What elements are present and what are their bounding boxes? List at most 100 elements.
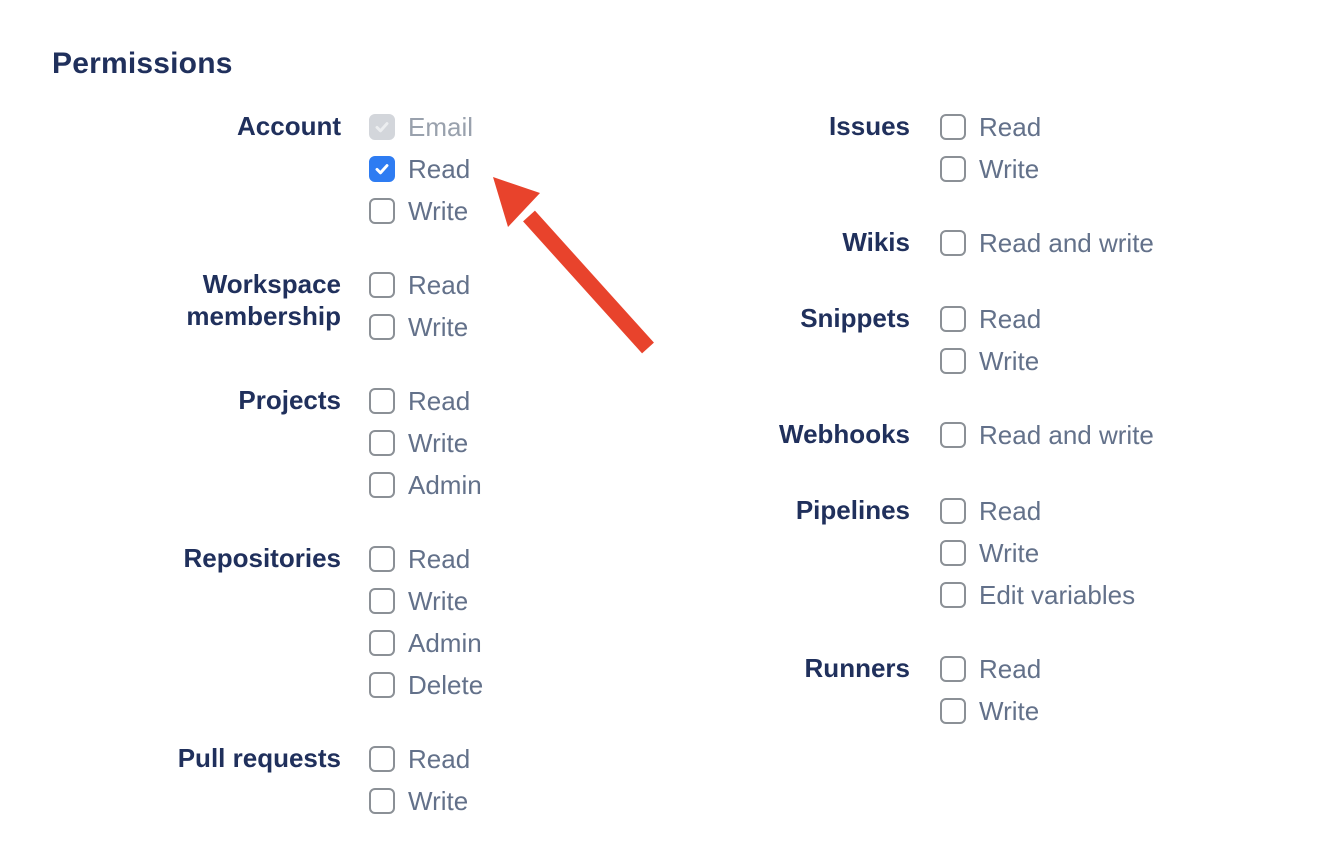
option-projects-write[interactable]: Write bbox=[369, 430, 482, 456]
option-account-write[interactable]: Write bbox=[369, 198, 473, 224]
group-options-webhooks: Read and write bbox=[940, 422, 1154, 450]
group-options-pipelines: Read Write Edit variables bbox=[940, 498, 1135, 608]
checkbox-account-write[interactable] bbox=[369, 198, 395, 224]
checkbox-label[interactable]: Write bbox=[979, 346, 1040, 376]
checkbox-label[interactable]: Write bbox=[979, 696, 1040, 726]
checkbox-label[interactable]: Write bbox=[408, 196, 469, 226]
option-repositories-delete[interactable]: Delete bbox=[369, 672, 483, 698]
checkbox-repositories-write[interactable] bbox=[369, 588, 395, 614]
option-repositories-write[interactable]: Write bbox=[369, 588, 483, 614]
checkbox-runners-write[interactable] bbox=[940, 698, 966, 724]
group-projects: Projects Read Write bbox=[151, 385, 483, 498]
group-webhooks: Webhooks Read and write bbox=[765, 419, 1154, 450]
checkbox-projects-read[interactable] bbox=[369, 388, 395, 414]
option-pipelines-read[interactable]: Read bbox=[940, 498, 1135, 524]
option-account-email: Email bbox=[369, 114, 473, 140]
group-label-runners: Runners bbox=[804, 653, 910, 683]
checkbox-pull-requests-write[interactable] bbox=[369, 788, 395, 814]
group-snippets: Snippets Read Write bbox=[765, 303, 1154, 374]
option-workspace-read[interactable]: Read bbox=[369, 272, 470, 298]
checkbox-label[interactable]: Delete bbox=[408, 670, 484, 700]
group-wikis: Wikis Read and write bbox=[765, 227, 1154, 258]
checkbox-issues-read[interactable] bbox=[940, 114, 966, 140]
checkbox-snippets-write[interactable] bbox=[940, 348, 966, 374]
option-account-read[interactable]: Read bbox=[369, 156, 473, 182]
option-issues-write[interactable]: Write bbox=[940, 156, 1041, 182]
checkbox-repositories-delete[interactable] bbox=[369, 672, 395, 698]
checkbox-webhooks-read-and-write[interactable] bbox=[940, 422, 966, 448]
checkmark-icon bbox=[375, 122, 389, 133]
checkbox-label[interactable]: Read bbox=[979, 496, 1042, 526]
option-pipelines-edit-variables[interactable]: Edit variables bbox=[940, 582, 1135, 608]
checkbox-label[interactable]: Read bbox=[408, 386, 471, 416]
checkbox-label[interactable]: Read bbox=[979, 112, 1042, 142]
checkbox-wikis-read-and-write[interactable] bbox=[940, 230, 966, 256]
checkbox-workspace-read[interactable] bbox=[369, 272, 395, 298]
permissions-column-right: Issues Read Write Wikis bbox=[765, 111, 1154, 772]
checkbox-projects-admin[interactable] bbox=[369, 472, 395, 498]
checkbox-label[interactable]: Write bbox=[979, 154, 1040, 184]
checkbox-workspace-write[interactable] bbox=[369, 314, 395, 340]
checkbox-label[interactable]: Read bbox=[408, 544, 471, 574]
group-label-account: Account bbox=[237, 111, 341, 141]
checkbox-label[interactable]: Write bbox=[408, 586, 469, 616]
option-runners-write[interactable]: Write bbox=[940, 698, 1041, 724]
checkbox-label[interactable]: Admin bbox=[408, 628, 482, 658]
group-pull-requests: Pull requests Read Write bbox=[151, 743, 483, 814]
option-webhooks-read-and-write[interactable]: Read and write bbox=[940, 422, 1154, 448]
option-snippets-read[interactable]: Read bbox=[940, 306, 1041, 332]
checkbox-label[interactable]: Write bbox=[408, 312, 469, 342]
group-issues: Issues Read Write bbox=[765, 111, 1154, 182]
checkbox-label[interactable]: Read bbox=[408, 270, 471, 300]
checkbox-label[interactable]: Edit variables bbox=[979, 580, 1136, 610]
checkbox-repositories-read[interactable] bbox=[369, 546, 395, 572]
option-snippets-write[interactable]: Write bbox=[940, 348, 1041, 374]
checkbox-pipelines-read[interactable] bbox=[940, 498, 966, 524]
group-workspace-membership: Workspace membership Read Write bbox=[151, 269, 483, 340]
group-options-repositories: Read Write Admin bbox=[369, 546, 483, 698]
option-issues-read[interactable]: Read bbox=[940, 114, 1041, 140]
group-label-projects: Projects bbox=[238, 385, 341, 415]
checkbox-issues-write[interactable] bbox=[940, 156, 966, 182]
checkbox-label[interactable]: Read bbox=[979, 304, 1042, 334]
checkbox-label[interactable]: Write bbox=[408, 428, 469, 458]
option-runners-read[interactable]: Read bbox=[940, 656, 1041, 682]
checkbox-label[interactable]: Read bbox=[979, 654, 1042, 684]
group-runners: Runners Read Write bbox=[765, 653, 1154, 724]
option-repositories-read[interactable]: Read bbox=[369, 546, 483, 572]
group-options-runners: Read Write bbox=[940, 656, 1041, 724]
checkbox-label[interactable]: Read and write bbox=[979, 228, 1154, 258]
option-pull-requests-write[interactable]: Write bbox=[369, 788, 470, 814]
option-pull-requests-read[interactable]: Read bbox=[369, 746, 470, 772]
checkbox-repositories-admin[interactable] bbox=[369, 630, 395, 656]
group-options-account: Email Read Write bbox=[369, 114, 473, 224]
page-title: Permissions bbox=[52, 47, 233, 80]
option-repositories-admin[interactable]: Admin bbox=[369, 630, 483, 656]
checkbox-pipelines-edit-variables[interactable] bbox=[940, 582, 966, 608]
group-account: Account Email Read bbox=[151, 111, 483, 224]
checkbox-label[interactable]: Read bbox=[408, 154, 471, 184]
option-pipelines-write[interactable]: Write bbox=[940, 540, 1135, 566]
group-options-issues: Read Write bbox=[940, 114, 1041, 182]
permissions-page: Permissions Account Email Read bbox=[52, 47, 1154, 814]
checkmark-icon bbox=[375, 164, 389, 175]
checkbox-snippets-read[interactable] bbox=[940, 306, 966, 332]
group-label-pull-requests: Pull requests bbox=[177, 743, 341, 773]
checkbox-label[interactable]: Admin bbox=[408, 470, 482, 500]
option-wikis-read-and-write[interactable]: Read and write bbox=[940, 230, 1154, 256]
checkbox-projects-write[interactable] bbox=[369, 430, 395, 456]
checkbox-label[interactable]: Write bbox=[408, 786, 469, 816]
checkbox-label[interactable]: Read and write bbox=[979, 420, 1154, 450]
option-projects-read[interactable]: Read bbox=[369, 388, 482, 414]
group-label-snippets: Snippets bbox=[800, 303, 910, 333]
option-workspace-write[interactable]: Write bbox=[369, 314, 470, 340]
checkbox-label[interactable]: Write bbox=[979, 538, 1040, 568]
checkbox-pull-requests-read[interactable] bbox=[369, 746, 395, 772]
checkbox-account-read[interactable] bbox=[369, 156, 395, 182]
group-label-webhooks: Webhooks bbox=[779, 419, 910, 449]
checkbox-runners-read[interactable] bbox=[940, 656, 966, 682]
option-projects-admin[interactable]: Admin bbox=[369, 472, 482, 498]
checkbox-label[interactable]: Read bbox=[408, 744, 471, 774]
group-repositories: Repositories Read Write bbox=[151, 543, 483, 698]
checkbox-pipelines-write[interactable] bbox=[940, 540, 966, 566]
